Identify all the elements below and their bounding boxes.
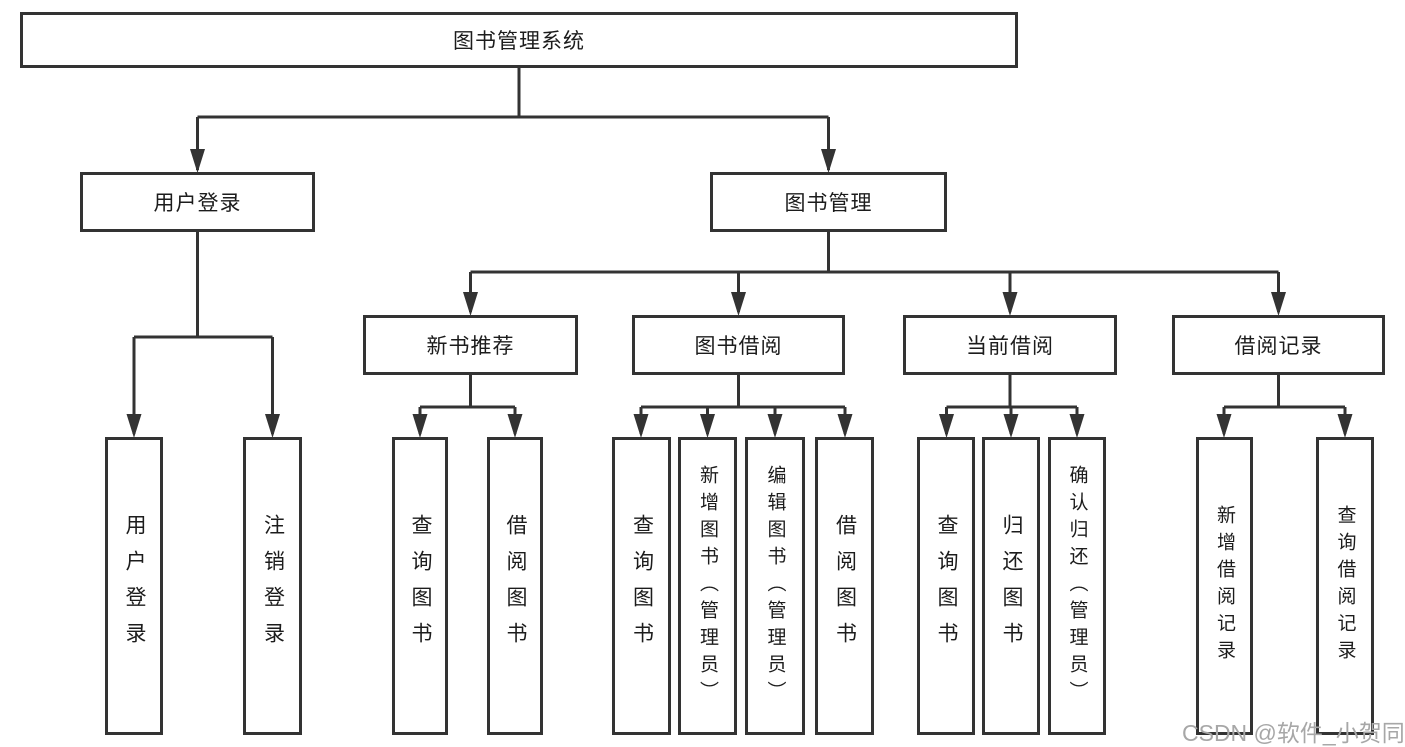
leaf-edit-books-admin: 编辑图书（管理员） (745, 437, 805, 735)
leaf-return-books: 归还图书 (982, 437, 1040, 735)
leaf-borrow-books-recommend: 借阅图书 (487, 437, 543, 735)
node-system-root: 图书管理系统 (20, 12, 1018, 68)
csdn-watermark: CSDN @软件_小贺同学 (1182, 720, 1405, 746)
leaf-logout: 注销登录 (243, 437, 302, 735)
leaf-query-books-borrow: 查询图书 (612, 437, 671, 735)
node-borrow-records: 借阅记录 (1172, 315, 1385, 375)
node-book-borrow: 图书借阅 (632, 315, 845, 375)
leaf-query-borrow-record: 查询借阅记录 (1316, 437, 1374, 735)
leaf-add-borrow-record: 新增借阅记录 (1196, 437, 1253, 735)
node-user-login-branch: 用户登录 (80, 172, 315, 232)
leaf-borrow-books: 借阅图书 (815, 437, 874, 735)
leaf-add-books-admin: 新增图书（管理员） (678, 437, 737, 735)
node-current-borrow: 当前借阅 (903, 315, 1117, 375)
leaf-query-books-recommend: 查询图书 (392, 437, 448, 735)
leaf-confirm-return-admin: 确认归还（管理员） (1048, 437, 1106, 735)
leaf-query-books-current: 查询图书 (917, 437, 975, 735)
leaf-user-login: 用户登录 (105, 437, 163, 735)
node-book-management-branch: 图书管理 (710, 172, 947, 232)
node-new-book-recommend: 新书推荐 (363, 315, 578, 375)
